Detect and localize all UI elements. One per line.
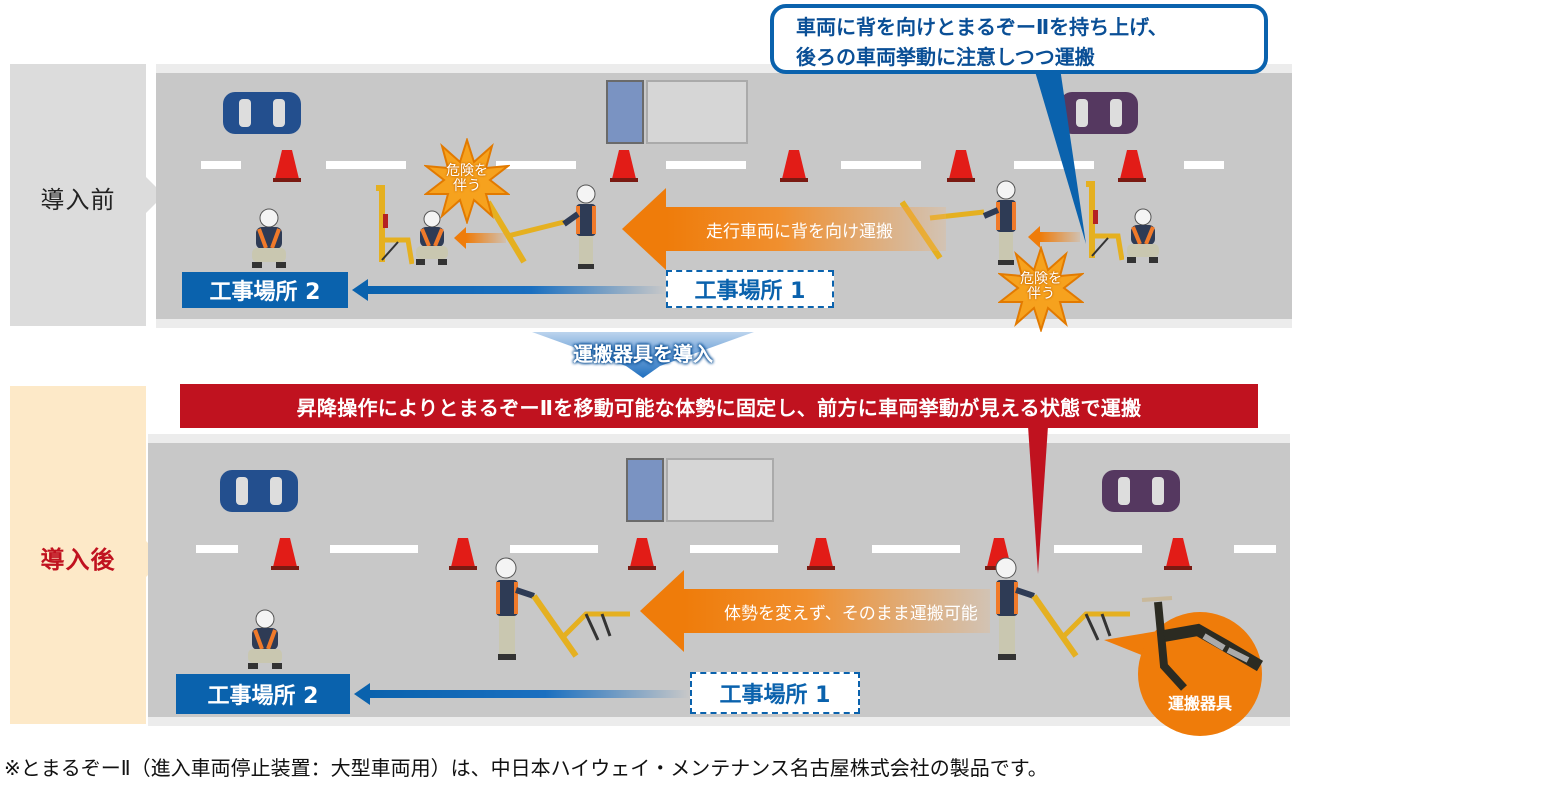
after-label-panel: 導入後 [10,386,164,724]
lane-marking [330,545,418,553]
car-icon [220,470,298,512]
traffic-cone-icon [1118,150,1146,182]
traffic-cone-icon [271,538,299,570]
car-icon [1060,92,1138,134]
worker-with-device-icon [495,557,630,660]
lane-marking [872,545,960,553]
danger-text-line1: 危険を [1020,271,1062,287]
introduce-device-banner: 運搬器具を導入 [532,330,754,378]
traffic-cone-icon [1164,538,1192,570]
worker-crouching-icon [248,609,282,669]
lane-marking [666,161,746,169]
lane-marking [510,545,598,553]
arrow-left-icon: 走行車両に背を向け運搬 [622,188,946,270]
danger-text-line1: 危険を [446,163,488,179]
traffic-cone-icon [610,150,638,182]
banner-pointer [1028,426,1048,574]
stopper-device-icon [1141,596,1264,691]
arrow-left-icon [352,279,666,301]
traffic-cone-icon [947,150,975,182]
site-2-text: 工事場所 2 [207,684,319,709]
lane-marking [326,161,406,169]
danger-text-line2: 伴う [453,178,481,194]
lane-marking [196,545,238,553]
traffic-cone-icon [273,150,301,182]
danger-text-line2: 伴う [1027,286,1055,302]
after-label: 導入後 [40,546,116,574]
callout-line-1: 車両に背を向けとまるぞーⅡを持ち上げ、 [796,15,1168,39]
arrow-left-icon [354,683,690,705]
worker-carrying-icon [485,184,596,269]
traffic-cone-icon [449,538,477,570]
site-2-label: 工事場所 2 [182,272,348,308]
car-icon [1102,470,1180,512]
after-banner: 昇降操作によりとまるぞーⅡを移動可能な体勢に固定し、前方に車両挙動が見える状態で… [180,384,1258,428]
lane-marking [1234,545,1276,553]
lane-marking [841,161,921,169]
device-label: 運搬器具 [1167,694,1232,713]
car-icon [223,92,301,134]
site-2-text: 工事場所 2 [209,280,321,305]
lane-marking [496,161,576,169]
callout-line-2: 後ろの車両挙動に注意しつつ運搬 [796,45,1095,69]
traffic-cone-icon [780,150,808,182]
introduce-device-text: 運搬器具を導入 [573,342,713,366]
site-1-label: 工事場所 1 [690,672,860,714]
stopper-device-icon [376,185,414,265]
worker-crouching-icon [1127,208,1159,263]
worker-crouching-icon [252,208,286,268]
site-1-label: 工事場所 1 [666,270,834,308]
site-1-text: 工事場所 1 [719,683,831,708]
worker-with-device-icon [995,557,1130,660]
truck-icon [626,458,774,522]
traffic-cone-icon [628,538,656,570]
traffic-cone-icon [807,538,835,570]
lane-marking [690,545,778,553]
site-1-text: 工事場所 1 [694,279,806,304]
lane-marking [1054,545,1142,553]
footnote: ※とまるぞーⅡ（進入車両停止装置：大型車両用）は、中日本ハイウェイ・メンテナンス… [4,756,1048,780]
arrow-left-icon [1028,226,1080,248]
stopper-device-icon [1086,181,1124,261]
before-arrow-text: 走行車両に背を向け運搬 [706,221,893,242]
lane-marking [1014,161,1094,169]
arrow-left-icon [454,227,506,249]
lane-marking [201,161,241,169]
callout-pointer [1034,68,1086,244]
worker-crouching-icon [416,210,448,265]
lane-marking [1184,161,1224,169]
site-2-label: 工事場所 2 [176,674,350,714]
truck-icon [606,80,748,144]
before-label-panel: 導入前 [10,64,164,326]
danger-burst-icon: 危険を伴う [996,244,1086,334]
danger-burst-icon: 危険を伴う [422,136,512,226]
before-callout: 車両に背を向けとまるぞーⅡを持ち上げ、 後ろの車両挙動に注意しつつ運搬 [770,4,1268,74]
arrow-left-icon: 体勢を変えず、そのまま運搬可能 [640,570,990,652]
before-label: 導入前 [40,186,116,214]
after-banner-text: 昇降操作によりとまるぞーⅡを移動可能な体勢に固定し、前方に車両挙動が見える状態で… [296,395,1142,420]
after-arrow-text: 体勢を変えず、そのまま運搬可能 [724,603,978,624]
